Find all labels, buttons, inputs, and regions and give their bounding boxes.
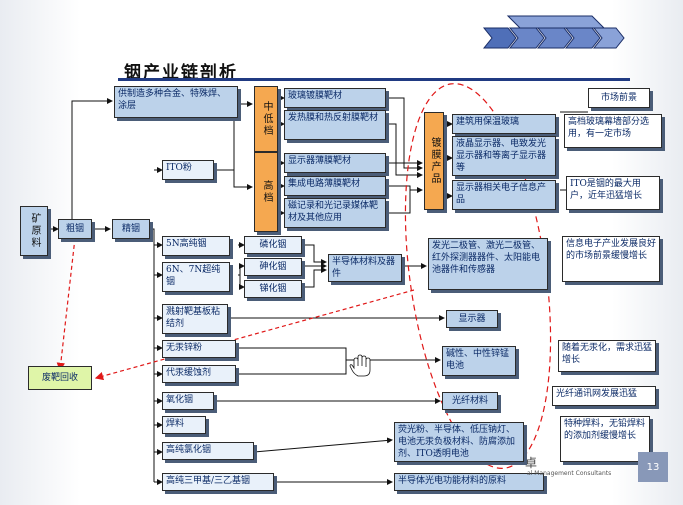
hand-cursor-icon [349,354,371,377]
indium-chloride-box: 高纯氯化铟 [162,442,254,460]
sputter-adhesive-box: 溅射靶基板粘结剂 [162,304,228,334]
optical-fiber-box: 光纤材料 [442,392,498,410]
heat-film-target-box: 发热膜和热反射膜靶材 [284,110,386,140]
6n-7n-indium-box: 6N、7N超纯铟 [162,262,230,292]
outlook-glass-box: 高档玻璃幕墙部分选用，有一定市场 [564,114,662,148]
display-box: 显示器 [446,310,498,328]
ic-film-target-box: 集成电路薄膜靶材 [284,176,386,196]
building-glass-box: 建筑用保温玻璃 [452,114,556,134]
zinc-battery-box: 碱性、中性锌锰电池 [442,346,516,376]
solder-box: 焊料 [162,416,206,434]
glass-coating-target-box: 玻璃镀膜靶材 [284,88,386,108]
optoelectronic-raw-box: 半导体光电功能材料的原料 [394,473,544,491]
magnetic-media-target-box: 磁记录和光记录媒体靶材及其他应用 [284,198,386,228]
indium-phosphide-box: 磷化铟 [244,236,302,254]
title-underline [118,78,630,81]
crude-indium-box: 粗铟 [58,219,92,239]
mid-low-grade-box: 中低档 [254,86,278,152]
phosphor-applications-box: 荧光粉、半导体、低压钠灯、电池无汞负极材料、防腐添加剂、ITO透明电池 [394,422,524,462]
trimethyl-indium-box: 高纯三甲基/三乙基铟 [162,473,274,491]
page-number: 13 [638,452,668,482]
alloy-box: 供制造多种合金、特殊焊、涂层 [114,86,238,118]
display-film-target-box: 显示器薄膜靶材 [284,153,386,173]
market-outlook-header: 市场前景 [588,88,650,108]
display-electronics-box: 显示器相关电子信息产品 [452,180,556,210]
indium-antimonide-box: 锑化铟 [244,280,302,298]
coated-products-box: 镀膜产品 [424,112,444,210]
high-grade-box: 高档 [254,152,278,232]
mercury-free-zinc-box: 无汞锌粉 [162,340,236,358]
ito-powder-box: ITO粉 [162,160,214,180]
optoelectronics-box: 发光二极管、激光二极管、红外探测器器件、太阳能电池器件和传感器 [428,238,548,290]
outlook-ito-box: ITO是铟的最大用户，近年迅猛增长 [566,176,660,210]
ore-box: 矿原料 [20,206,48,256]
watermark-text: al Management Consultants [527,470,612,477]
indium-oxide-box: 氧化铟 [162,392,214,410]
outlook-fiber-box: 光纤通讯网发展迅猛 [552,386,656,406]
chevron-banner-icon [482,15,625,49]
semiconductor-materials-box: 半导体材料及器件 [328,254,402,282]
watermark-logo: 卓 [525,456,538,470]
lcd-box: 液晶显示器、电致发光显示器和等离子显示器等 [452,136,556,176]
refined-indium-box: 精铟 [112,219,150,239]
5n-indium-box: 5N高纯铟 [162,236,230,256]
recycle-box: 废靶回收 [28,366,92,390]
mercury-substitute-box: 代汞缓蚀剂 [162,365,236,383]
indium-arsenide-box: 砷化铟 [244,258,302,276]
outlook-solder-box: 特种焊料，无铅焊料的添加剂缓慢增长 [560,416,650,462]
outlook-battery-box: 随着无汞化，需求迅猛增长 [558,340,656,372]
outlook-electronics-box: 信息电子产业发展良好的市场前景缓慢增长 [562,236,660,282]
